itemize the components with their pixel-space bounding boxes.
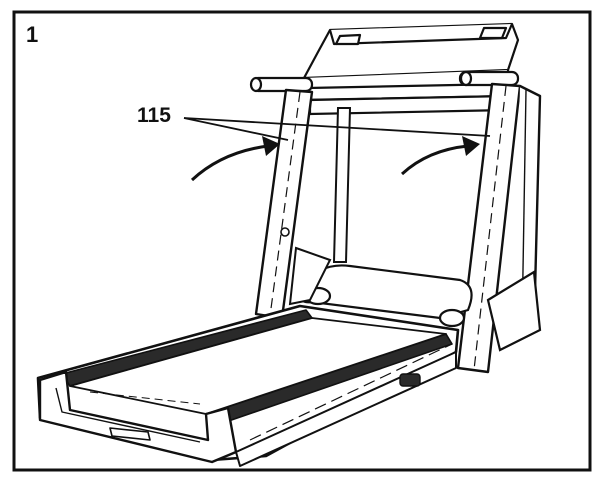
motion-arrow-left: [190, 136, 280, 182]
part-callout-label: 115: [137, 104, 171, 127]
motion-arrow-right: [400, 136, 480, 176]
treadmill-deck: [36, 304, 460, 467]
figure-border: [12, 10, 592, 472]
upright-left: [254, 88, 314, 320]
leader-line-right: [183, 117, 491, 137]
handrail-right: [458, 70, 520, 87]
side-housing: [486, 270, 542, 352]
rear-post: [332, 107, 352, 263]
left-housing: [288, 246, 332, 306]
step-number: 1: [26, 22, 39, 47]
console: [298, 22, 520, 102]
handrail-left: [249, 76, 314, 93]
leader-line-left: [183, 117, 289, 141]
callout-arrows: [183, 117, 491, 141]
